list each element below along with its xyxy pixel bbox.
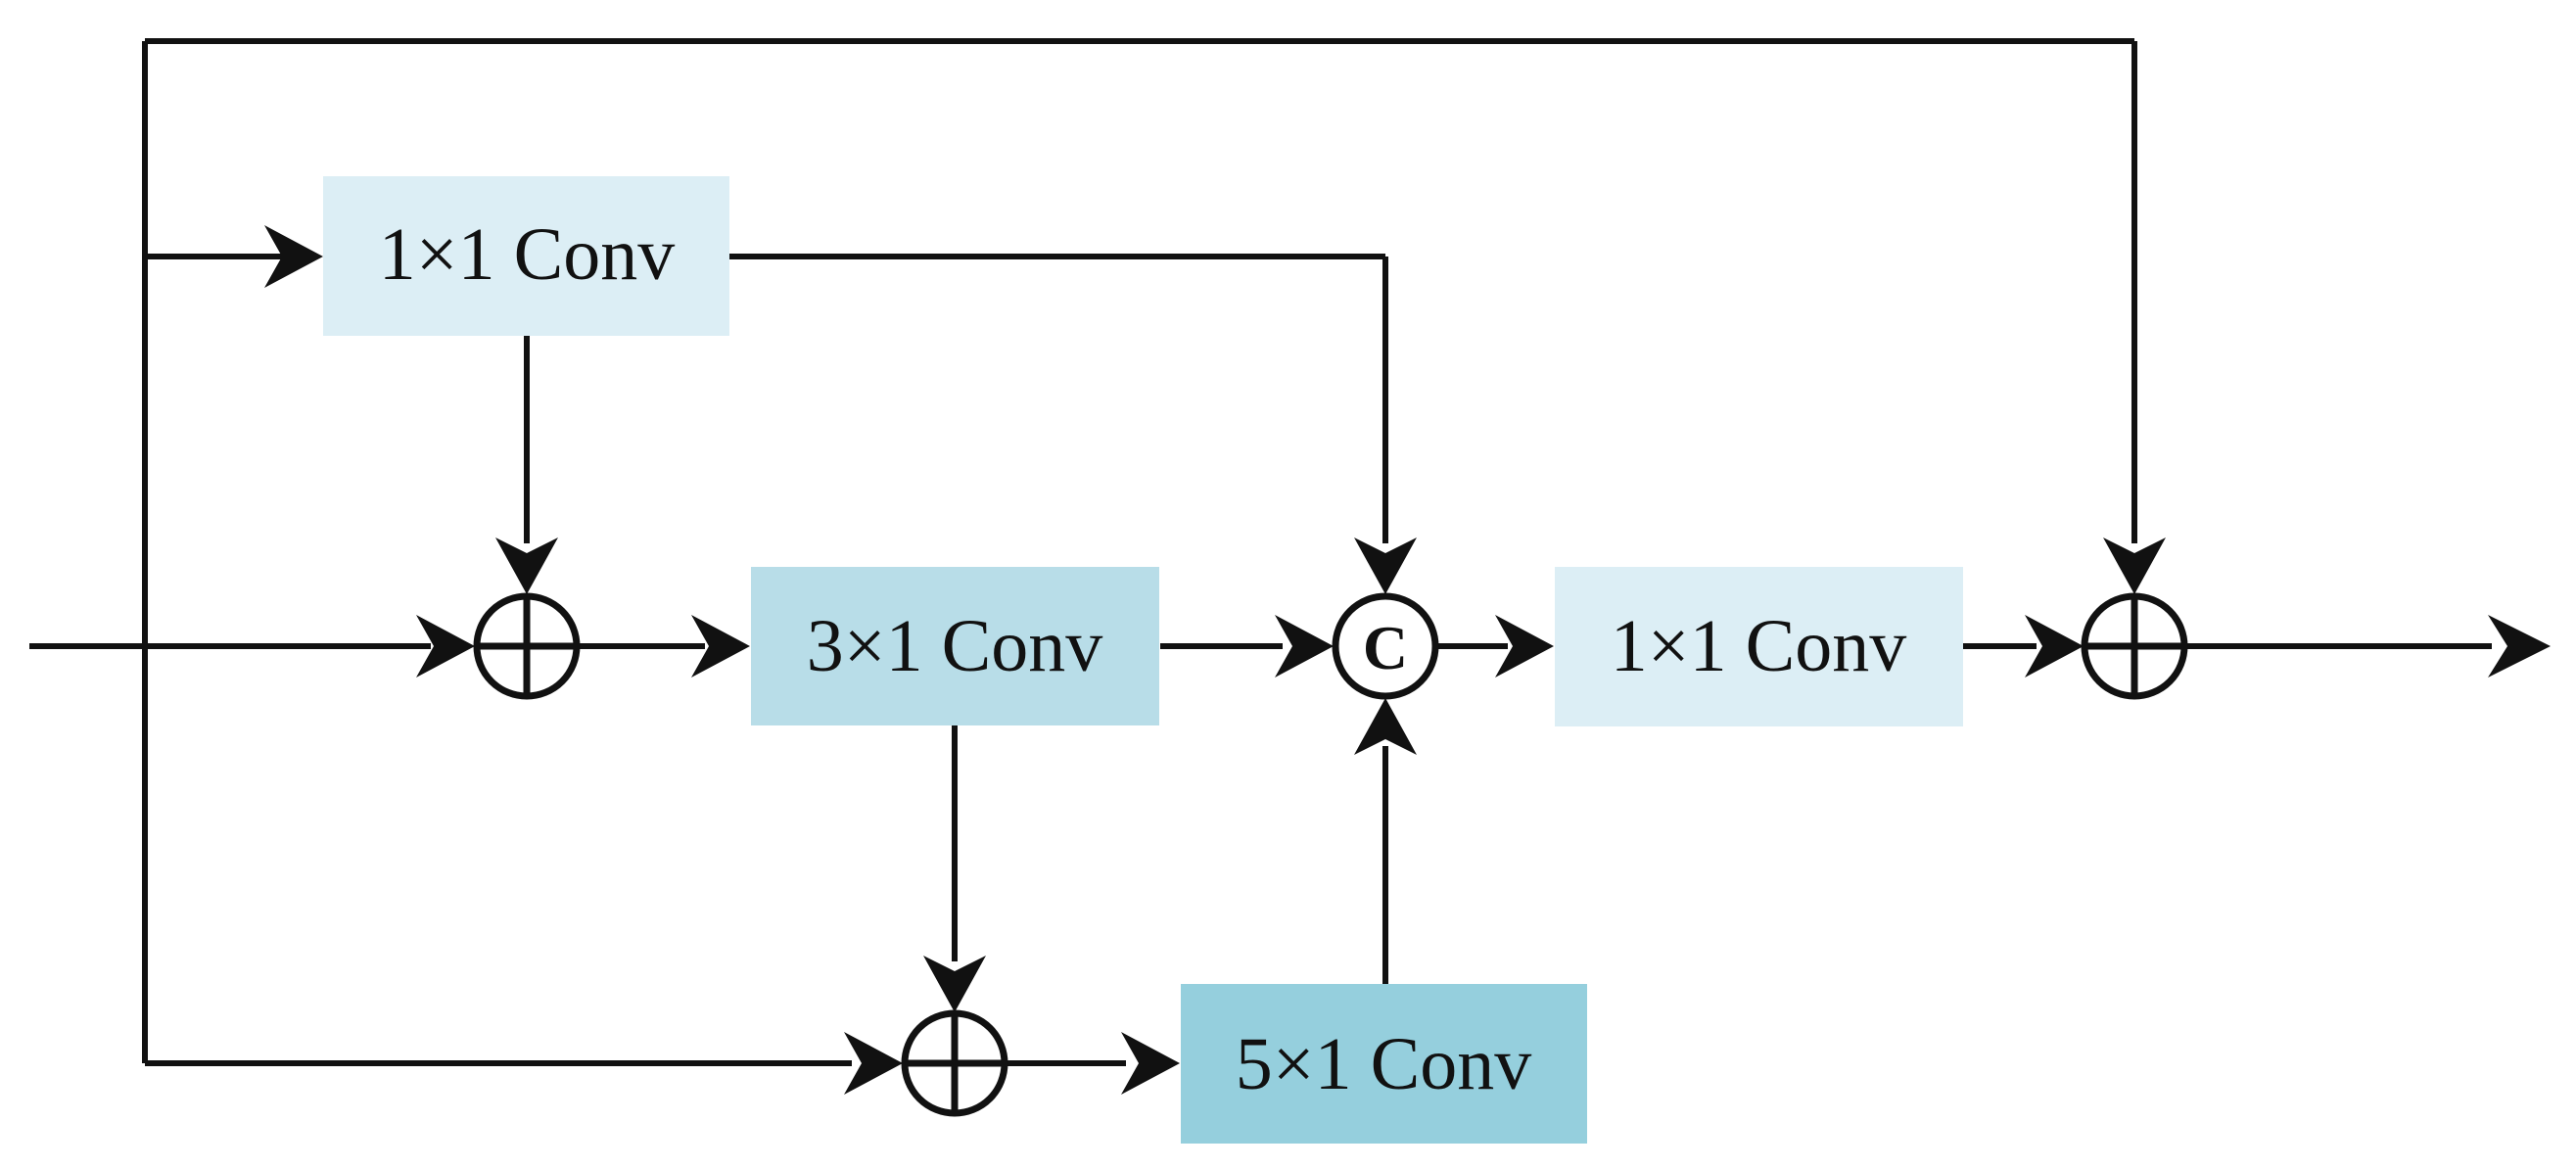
arrow-right-icon bbox=[416, 615, 475, 678]
conv-block-rect bbox=[751, 567, 1159, 725]
concat-icon bbox=[1332, 592, 1439, 700]
arrow-right-icon bbox=[844, 1032, 903, 1095]
add-node-out bbox=[2081, 592, 2188, 700]
conv-block-rect bbox=[1181, 984, 1587, 1144]
conv-block-3x1: 3×1 Conv bbox=[751, 567, 1159, 725]
conv-block-label: 3×1 Conv bbox=[807, 605, 1103, 687]
arrowheads bbox=[264, 225, 2551, 1095]
conv-block-rect bbox=[323, 176, 729, 336]
arrow-down-icon bbox=[2103, 538, 2166, 594]
arrow-right-icon bbox=[1495, 615, 1554, 678]
conv-block-rect bbox=[1555, 567, 1963, 726]
arrow-right-icon bbox=[1275, 615, 1334, 678]
add-node-2 bbox=[901, 1009, 1008, 1117]
arrow-down-icon bbox=[923, 956, 986, 1012]
concat-node: C bbox=[1332, 592, 1439, 700]
arrow-right-icon bbox=[1121, 1032, 1180, 1095]
add-node-1 bbox=[473, 592, 581, 700]
concat-label: C bbox=[1363, 613, 1408, 682]
arrow-down-icon bbox=[1354, 538, 1417, 594]
conv-block-label: 1×1 Conv bbox=[379, 213, 676, 296]
connection-lines bbox=[29, 38, 2492, 1066]
conv-block-1x1-top: 1×1 Conv bbox=[323, 176, 729, 336]
conv-block-label: 5×1 Conv bbox=[1236, 1023, 1532, 1105]
arrow-up-icon bbox=[1354, 698, 1417, 755]
arrow-down-icon bbox=[495, 538, 558, 594]
conv-block-label: 1×1 Conv bbox=[1611, 605, 1907, 687]
arrow-right-icon bbox=[691, 615, 750, 678]
conv-block-5x1: 5×1 Conv bbox=[1181, 984, 1587, 1144]
arrow-right-icon bbox=[264, 225, 323, 288]
arrow-right-icon bbox=[2488, 615, 2551, 678]
conv-block-1x1-out: 1×1 Conv bbox=[1555, 567, 1963, 726]
arrow-right-icon bbox=[2025, 615, 2084, 678]
